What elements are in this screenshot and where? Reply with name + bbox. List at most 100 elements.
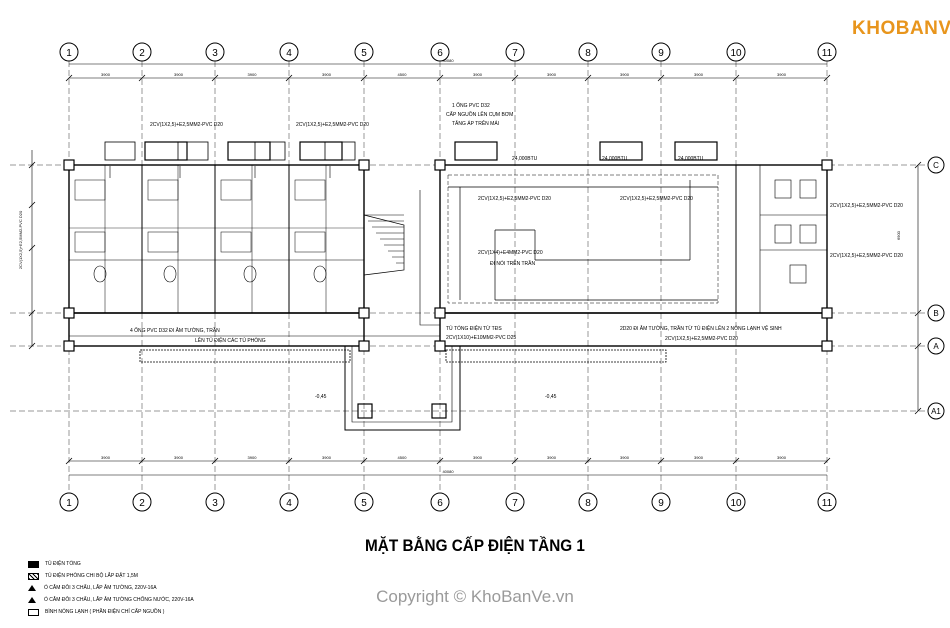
grid-head-label: 6 bbox=[437, 48, 443, 59]
dimension-tick bbox=[28, 244, 36, 252]
walkway-inner bbox=[351, 346, 453, 423]
legend-item: TỦ ĐIỆN TỔNG bbox=[28, 558, 194, 570]
ac-outdoor-unit bbox=[454, 141, 498, 161]
dimension-label: 3900 bbox=[473, 72, 483, 77]
dimension-label: 3900 bbox=[322, 455, 332, 460]
grid-head-label: 11 bbox=[822, 48, 833, 59]
legend-item: Ổ CẮM ĐÔI 3 CHẤU, LẮP ÂM TƯỜNG, 220V-16A bbox=[28, 582, 194, 594]
building-outline bbox=[63, 141, 833, 431]
wc-fixture bbox=[789, 264, 807, 284]
dimension-label: 3900 bbox=[322, 72, 332, 77]
dimension-label: 3900 bbox=[694, 455, 704, 460]
dimension-label: 3900 bbox=[777, 455, 787, 460]
dimension-label: 3900 bbox=[547, 455, 557, 460]
level-mark: -0,45 bbox=[315, 394, 327, 400]
cable-label: 2CV(1X2,5)+E2,5MM2-PVC D20 bbox=[296, 122, 369, 128]
grid-head-label: 8 bbox=[585, 498, 591, 509]
dimension-total: 40080 bbox=[442, 469, 454, 474]
wc-fixture bbox=[774, 224, 792, 244]
cable-label: 2CV(1X2,5)+E2,5MM2-PVC D20 bbox=[150, 122, 223, 128]
circuit-drop bbox=[109, 166, 331, 178]
dimension-label: 3900 bbox=[248, 455, 258, 460]
dimension-tick bbox=[584, 74, 592, 82]
ac-outdoor-unit bbox=[299, 141, 343, 161]
grid-head-label: 3 bbox=[212, 48, 218, 59]
grid-head-label: 11 bbox=[822, 498, 833, 509]
dimension-label: 3900 bbox=[547, 72, 557, 77]
dimension-tick bbox=[511, 74, 519, 82]
grid-head-bottom bbox=[505, 492, 525, 512]
annotation-text: 2CV(1X10)+E10MM2-PVC D25 bbox=[446, 335, 516, 341]
dimension-label: 3900 bbox=[620, 455, 630, 460]
structural-column bbox=[358, 159, 370, 171]
dimension-tick bbox=[436, 457, 444, 465]
block-left-wall bbox=[68, 164, 365, 314]
dimension-tick bbox=[285, 74, 293, 82]
structural-column bbox=[434, 159, 446, 171]
dimension-tick bbox=[436, 74, 444, 82]
structural-column bbox=[821, 340, 833, 352]
dimension-tick bbox=[65, 74, 73, 82]
grid-head-bottom bbox=[59, 492, 79, 512]
structural-column bbox=[821, 159, 833, 171]
wc-fixture bbox=[799, 179, 817, 199]
dimension-tick bbox=[732, 457, 740, 465]
bed bbox=[220, 179, 252, 201]
room-panel-icon bbox=[28, 572, 39, 580]
dimension-label: 3900 bbox=[101, 72, 111, 77]
grid-head-label: A1 bbox=[931, 407, 941, 416]
annotation-text: 1 ỐNG PVC D32 bbox=[452, 102, 490, 109]
cable-label: 2CV(1X2,5)+E2,5MM2-PVC D20 bbox=[830, 253, 903, 259]
ac-unit-label: 24,000BTU bbox=[678, 156, 704, 162]
dimension-label: 4500 bbox=[398, 72, 408, 77]
grid-head-label: 5 bbox=[361, 48, 367, 59]
feeder-wire bbox=[68, 313, 441, 337]
dimension-tick bbox=[138, 74, 146, 82]
legend-item: BÌNH NÓNG LẠNH ( PHẦN ĐIỆN CHỈ CẤP NGUỒN… bbox=[28, 606, 194, 618]
cable-label: ĐI NỔI TRÊN TRẦN bbox=[490, 259, 535, 267]
grid-head-label: 4 bbox=[286, 48, 292, 59]
bed bbox=[294, 231, 326, 253]
grid-head-row bbox=[927, 337, 945, 355]
structural-column bbox=[63, 307, 75, 319]
walkway bbox=[344, 346, 461, 431]
dimension-tick bbox=[914, 342, 922, 350]
annotation-text: LÊN TỦ ĐIỆN CÁC TỦ PHÒNG bbox=[195, 336, 266, 344]
dimension-tick bbox=[511, 457, 519, 465]
annotation-text: 2D20 ĐI ÂM TƯỜNG, TRẦN TỪ TỦ ĐIỆN LÊN 2 … bbox=[620, 324, 782, 332]
bed bbox=[220, 231, 252, 253]
bed bbox=[147, 231, 179, 253]
column bbox=[431, 403, 447, 419]
dimension-tick bbox=[823, 457, 831, 465]
grid-head-label: 9 bbox=[658, 48, 664, 59]
dimension-label: 3900 bbox=[694, 72, 704, 77]
grid-head-bottom bbox=[132, 492, 152, 512]
cable-label: 2CV(1X2,5)+E2,5MM2-PVC D20 bbox=[830, 203, 903, 209]
legend-item: TỦ ĐIỆN PHÒNG CHI BỘ LẮP ĐẶT 1,5M bbox=[28, 570, 194, 582]
dimension-tick bbox=[657, 457, 665, 465]
structural-column bbox=[358, 307, 370, 319]
dimension-tick bbox=[65, 457, 73, 465]
legend: TỦ ĐIỆN TỔNG TỦ ĐIỆN PHÒNG CHI BỘ LẮP ĐẶ… bbox=[28, 558, 194, 618]
waterproof-outlet-icon bbox=[28, 597, 36, 603]
site-logo: KHOBANVE bbox=[852, 18, 950, 39]
bed bbox=[147, 179, 179, 201]
grid-head-row bbox=[927, 402, 945, 420]
grid-head-label: 9 bbox=[658, 498, 664, 509]
ac-outdoor-unit bbox=[227, 141, 271, 161]
grid-head-bottom bbox=[726, 492, 746, 512]
circuit-loop bbox=[447, 174, 719, 304]
level-mark: -0,45 bbox=[545, 394, 557, 400]
annotation-text: TỦ TỔNG ĐIỆN TỪ TĐS bbox=[446, 324, 502, 332]
bed bbox=[74, 179, 106, 201]
grid-head-label: 10 bbox=[730, 48, 742, 59]
dimension-tick bbox=[914, 407, 922, 415]
dimension-label: 3900 bbox=[620, 72, 630, 77]
dimension-total: 40080 bbox=[442, 58, 454, 63]
grid-head-bottom bbox=[817, 492, 837, 512]
grid-head-label: C bbox=[933, 161, 939, 170]
